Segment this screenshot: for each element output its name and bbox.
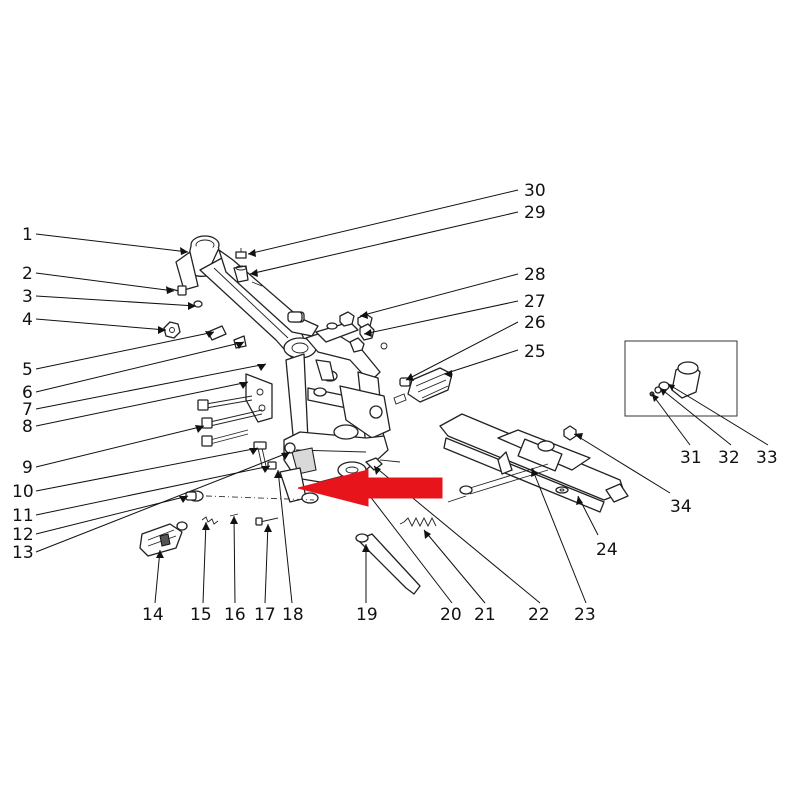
callout-21: 21 <box>474 605 496 625</box>
callout-3: 3 <box>22 287 33 307</box>
callout-25: 25 <box>524 342 546 362</box>
callout-5: 5 <box>22 360 33 380</box>
callout-numbers: 1 2 3 4 5 6 7 8 9 10 11 12 13 14 15 16 1… <box>12 181 778 625</box>
leader-lines <box>35 189 769 604</box>
callout-34: 34 <box>670 497 692 517</box>
callout-16: 16 <box>224 605 246 625</box>
callout-19: 19 <box>356 605 378 625</box>
callout-8: 8 <box>22 417 33 437</box>
callout-1: 1 <box>22 225 33 245</box>
callout-27: 27 <box>524 292 546 312</box>
callout-22: 22 <box>528 605 550 625</box>
callout-12: 12 <box>12 525 34 545</box>
callout-17: 17 <box>254 605 276 625</box>
right-footpeg <box>393 367 453 405</box>
callout-30: 30 <box>524 181 546 201</box>
callout-7: 7 <box>22 400 33 420</box>
frame-drawing <box>139 235 738 595</box>
callout-9: 9 <box>22 458 33 478</box>
callout-20: 20 <box>440 605 462 625</box>
callout-6: 6 <box>22 383 33 403</box>
callout-32: 32 <box>718 448 740 468</box>
left-footpeg <box>139 521 188 557</box>
callout-18: 18 <box>282 605 304 625</box>
top-fasteners <box>233 248 388 353</box>
callout-26: 26 <box>524 313 546 333</box>
callout-4: 4 <box>22 310 33 330</box>
highlight-arrow-icon <box>297 469 443 507</box>
lower-mount-parts <box>337 457 437 595</box>
callout-23: 23 <box>574 605 596 625</box>
callout-14: 14 <box>142 605 164 625</box>
callout-24: 24 <box>596 540 618 560</box>
side-bracket <box>245 373 273 423</box>
callout-2: 2 <box>22 264 33 284</box>
inset-detail <box>624 340 738 417</box>
callout-29: 29 <box>524 203 546 223</box>
small-pins <box>185 490 279 526</box>
callout-31: 31 <box>680 448 702 468</box>
callout-11: 11 <box>12 506 34 526</box>
callout-13: 13 <box>12 543 34 563</box>
callout-28: 28 <box>524 265 546 285</box>
callout-10: 10 <box>12 482 34 502</box>
callout-33: 33 <box>756 448 778 468</box>
callout-15: 15 <box>190 605 212 625</box>
swingarm <box>439 413 629 513</box>
left-fasteners <box>163 285 296 470</box>
leader-arrowheads <box>156 247 675 558</box>
